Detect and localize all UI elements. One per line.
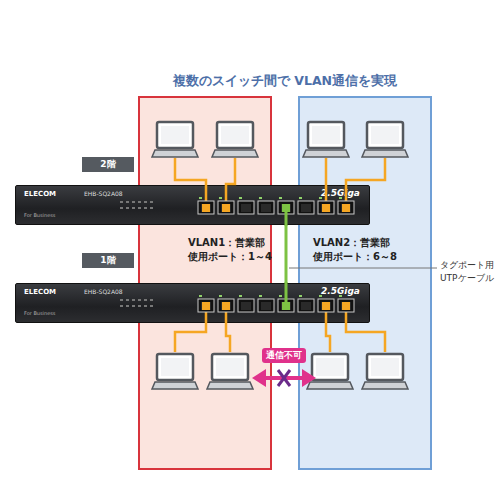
node-text: 1階	[82, 254, 134, 266]
node-text: 通信不可	[262, 349, 306, 361]
tag-cable	[285, 225, 288, 283]
node-text: VLAN2：営業部 使用ポート：6～8	[313, 236, 413, 263]
node-text: For Business	[24, 310, 84, 317]
node-text: 2.5Giga	[321, 285, 369, 297]
network-switch: ELECOM For Business EHB-SQ2A08 2.5Giga	[15, 283, 370, 323]
node-text: 2階	[82, 158, 134, 170]
floor-badge: 1階	[82, 253, 134, 268]
warning-badge: 通信不可	[262, 348, 306, 363]
node-text: ELECOM	[24, 190, 74, 199]
node-text: ELECOM	[24, 288, 74, 297]
network-switch: ELECOMFor BusinessEHB-SQ2A082.5Giga	[15, 185, 370, 225]
node-text: For Business	[24, 212, 84, 219]
node-text: EHB-SQ2A08	[84, 288, 144, 296]
floor-badge: 2階	[82, 157, 134, 172]
callout-label: タグポート用 UTPケーブル	[440, 259, 500, 284]
diagram-title: 複数のスイッチ間で VLAN通信を実現	[130, 73, 440, 90]
node-text: VLAN1：営業部 使用ポート：1～4	[188, 236, 288, 263]
node-text: EHB-SQ2A08	[84, 190, 144, 198]
leader-line	[289, 268, 437, 269]
